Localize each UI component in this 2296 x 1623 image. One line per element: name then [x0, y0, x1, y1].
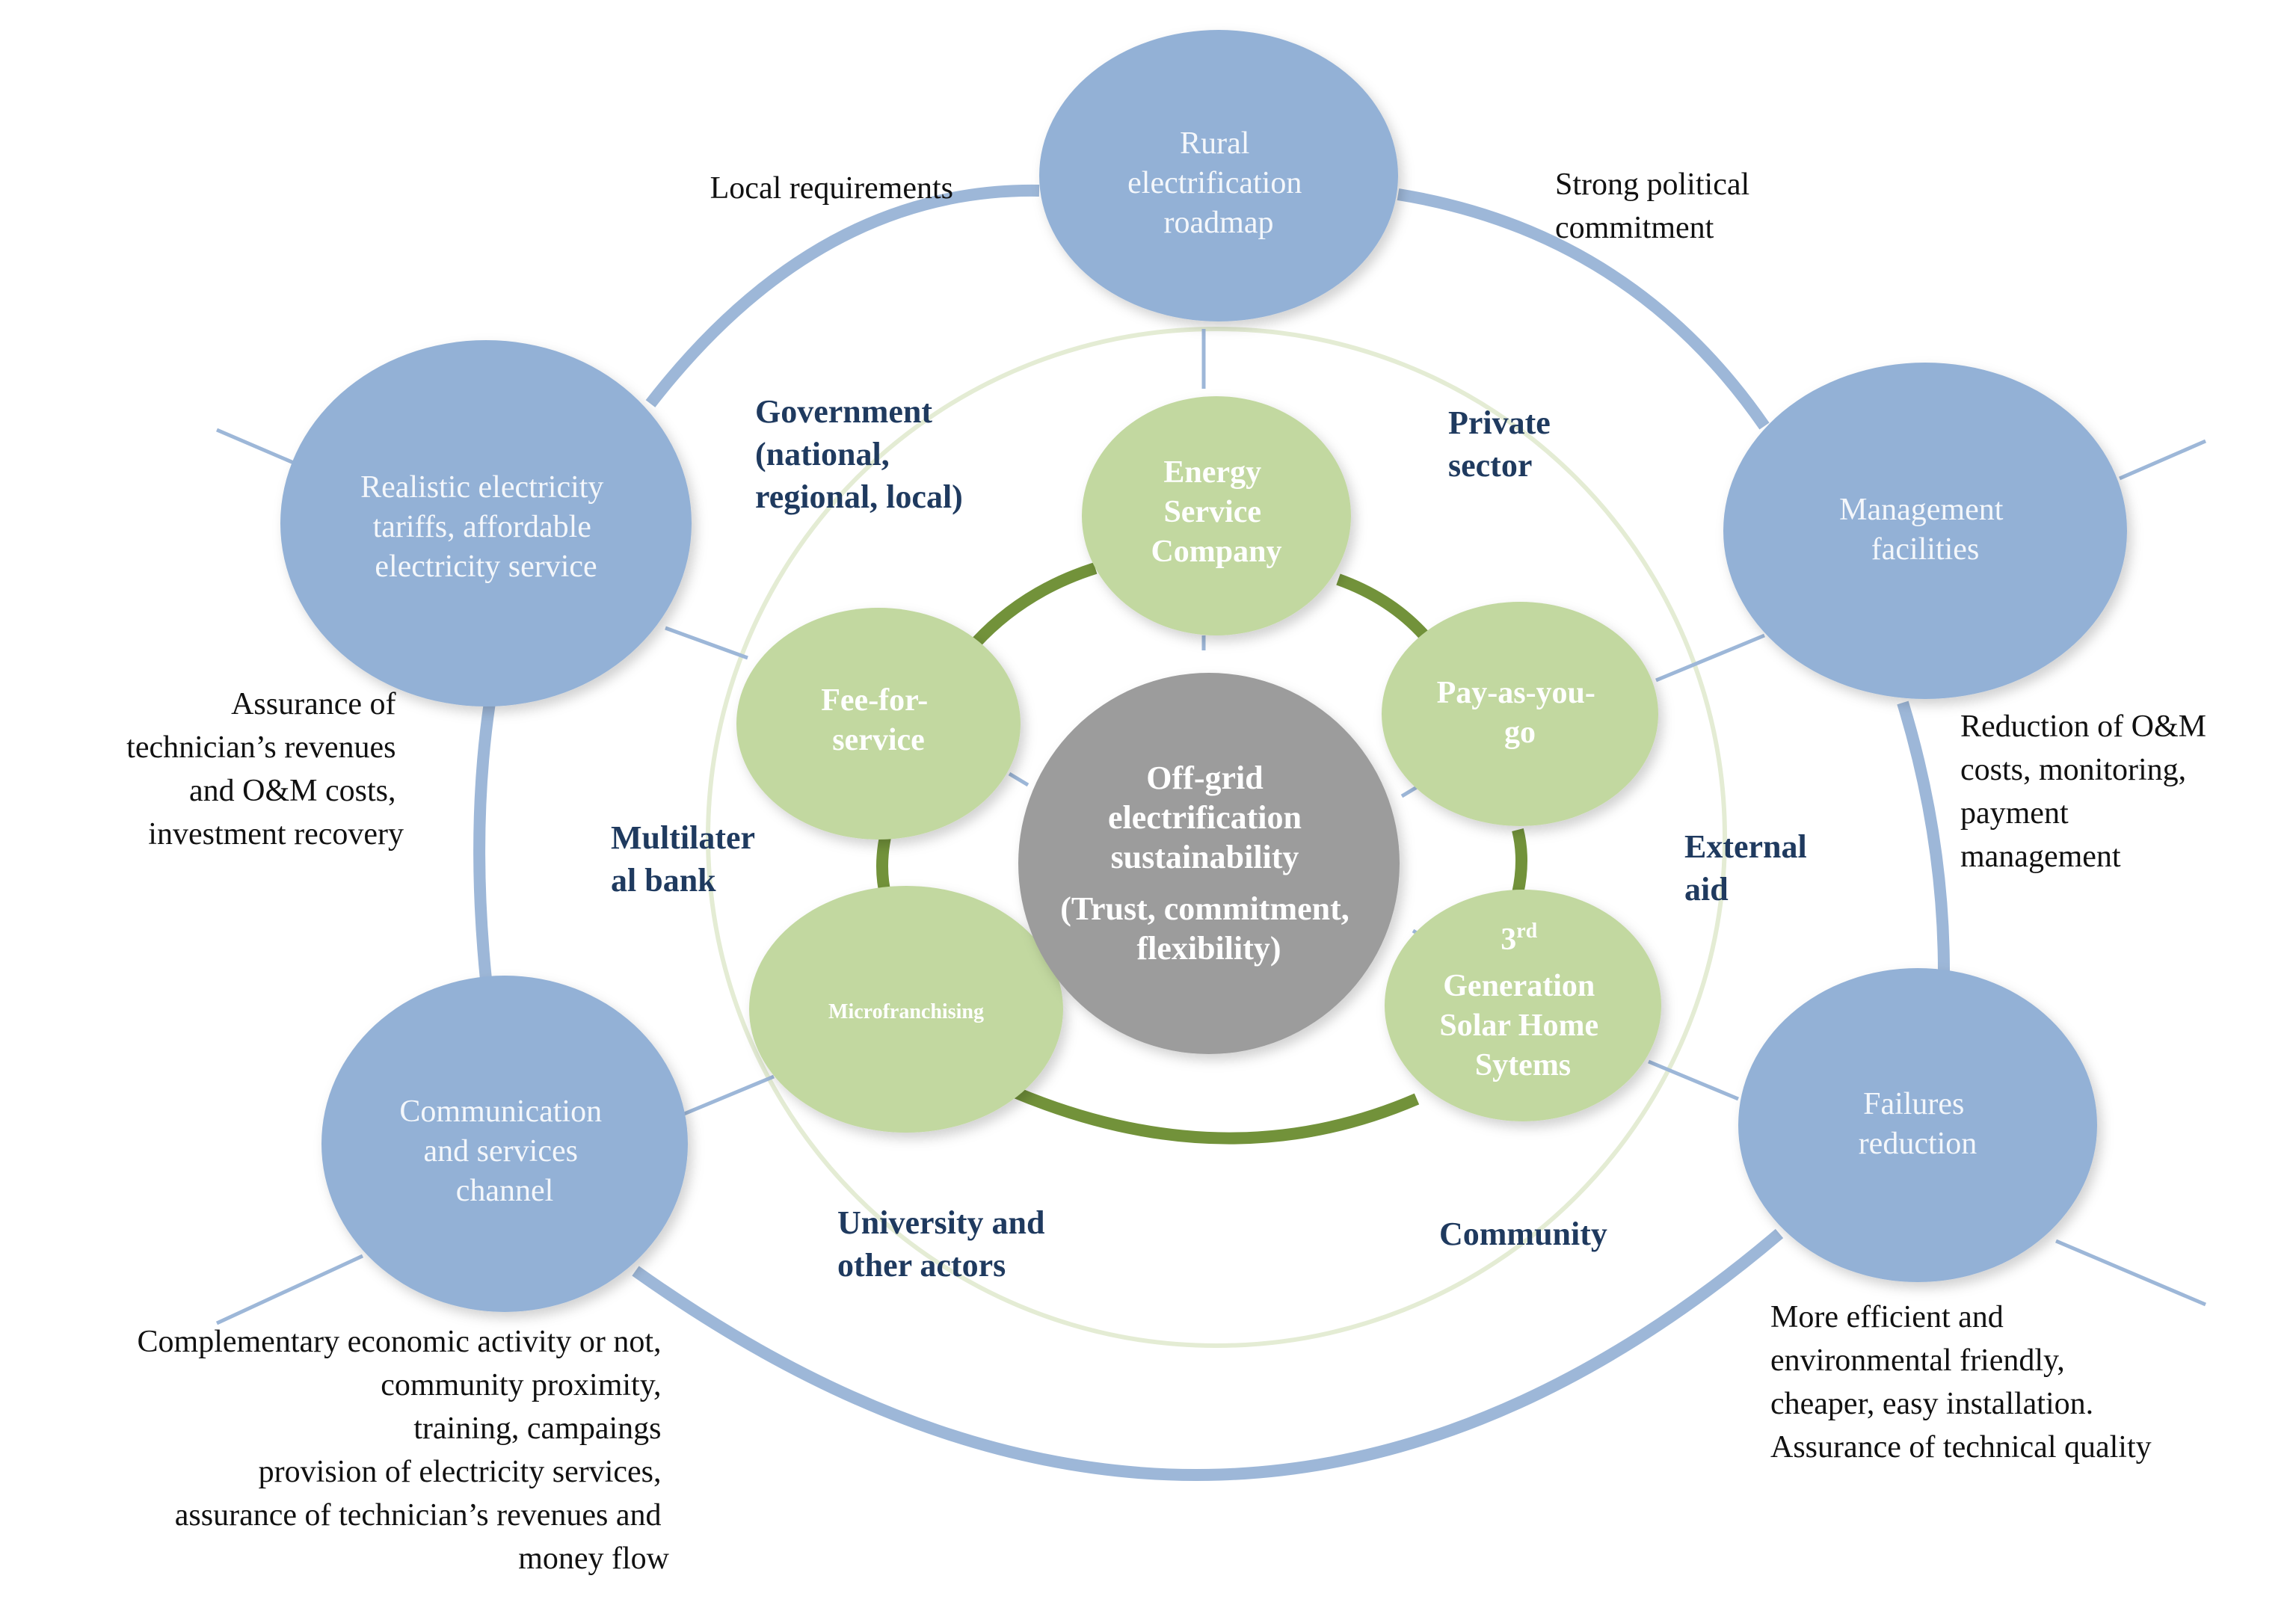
- outer-ring-arc: [1397, 188, 1770, 430]
- note-strong-political-commitment: Strong political commitment: [1555, 167, 1758, 245]
- svg-text:Energy Service: Energy Service Company: [1151, 455, 1281, 569]
- node-rural-electrification-roadmap[interactable]: Rural electrification roadmap: [1039, 30, 1398, 321]
- outer-ring-arc: [632, 1228, 1784, 1481]
- node-microfranchising[interactable]: Microfranchising: [749, 886, 1063, 1133]
- connector: [2055, 1239, 2206, 1307]
- connector: [665, 626, 748, 660]
- svg-text:Microfranchising: Microfranchising: [828, 1000, 984, 1023]
- outer-nodes: Rural electrification roadmap Management…: [280, 30, 2127, 1312]
- inner-ring-arc: [1010, 1085, 1420, 1145]
- connector: [215, 1254, 364, 1325]
- note-complementary-economic-activity: Complementary economic activity or not, …: [138, 1325, 670, 1576]
- center-node[interactable]: Off-grid electrification sustainability …: [1018, 673, 1400, 1054]
- inner-ring-arc: [1512, 828, 1527, 895]
- node-management-facilities[interactable]: Management facilities: [1723, 363, 2127, 699]
- svg-text:Off-grid electrificati: Off-grid electrification sustainability …: [1060, 760, 1358, 967]
- outer-ring: [473, 184, 1950, 1481]
- actor-external-aid: External aid: [1684, 828, 1815, 908]
- connector: [216, 428, 296, 466]
- outer-ring-arc: [473, 701, 496, 980]
- actor-private-sector: Private sector: [1448, 404, 1559, 484]
- inner-ring-arc: [1336, 573, 1429, 640]
- svg-text:Rural electrificatio: Rural electrification roadmap: [1127, 126, 1310, 240]
- svg-text:Realistic electricity: Realistic electricity tariffs, affordabl…: [360, 470, 612, 584]
- note-assurance-of-technicians-revenues: Assurance of technician’s revenues and O…: [126, 687, 404, 851]
- connector: [1655, 633, 1765, 683]
- node-failures-reduction[interactable]: Failures reduction: [1738, 968, 2097, 1282]
- node-third-generation-solar-home-systems[interactable]: 3rd Generation Solar Home Sytems: [1385, 890, 1661, 1121]
- note-local-requirements: Local requirements: [710, 171, 953, 206]
- note-labels: Local requirements Strong political comm…: [126, 167, 2214, 1576]
- inner-ring-arc: [971, 562, 1098, 647]
- actor-multilateral-bank: Multilater al bank: [611, 819, 763, 899]
- actor-labels: Government (national, regional, local) P…: [611, 393, 1815, 1284]
- actor-ring: [706, 327, 1727, 1348]
- actor-government: Government (national, regional, local): [755, 393, 963, 515]
- svg-text:Failures reduction: Failures reduction: [1859, 1087, 1978, 1161]
- connector: [1008, 772, 1029, 787]
- node-fee-for-service[interactable]: Fee-for- service: [736, 608, 1021, 840]
- actor-community: Community: [1439, 1216, 1607, 1252]
- inner-ring: [876, 562, 1527, 1145]
- actor-university-and-other-actors: University and other actors: [837, 1204, 1053, 1284]
- inner-nodes: Energy Service Company Pay-as-you- go 3r…: [736, 396, 1661, 1133]
- svg-text:Pay-as-you- go: Pay-as-you- go: [1437, 676, 1604, 750]
- outer-ring-arc: [1897, 700, 1950, 973]
- connector: [1648, 1059, 1739, 1101]
- svg-text:Fee-for- service: Fee-for- service: [821, 683, 935, 757]
- node-communication-and-services-channel[interactable]: Communication and services channel: [321, 976, 688, 1312]
- node-energy-service-company[interactable]: Energy Service Company: [1082, 396, 1351, 635]
- connector: [2119, 439, 2206, 481]
- svg-text:Management facilitie: Management facilities: [1839, 493, 2011, 567]
- outer-ring-arc: [645, 184, 1040, 407]
- note-reduction-of-om-costs: Reduction of O&M costs, monitoring, paym…: [1960, 709, 2214, 874]
- note-more-efficient: More efficient and environmental friendl…: [1770, 1300, 2152, 1465]
- node-pay-as-you-go[interactable]: Pay-as-you- go: [1382, 602, 1658, 826]
- connector: [683, 1074, 775, 1116]
- svg-text:3rd Generation: 3rd Generation Solar Home Sytems: [1439, 911, 1606, 1082]
- svg-text:Communication and se: Communication and services channel: [399, 1094, 609, 1208]
- node-realistic-electricity-tariffs[interactable]: Realistic electricity tariffs, affordabl…: [280, 340, 692, 706]
